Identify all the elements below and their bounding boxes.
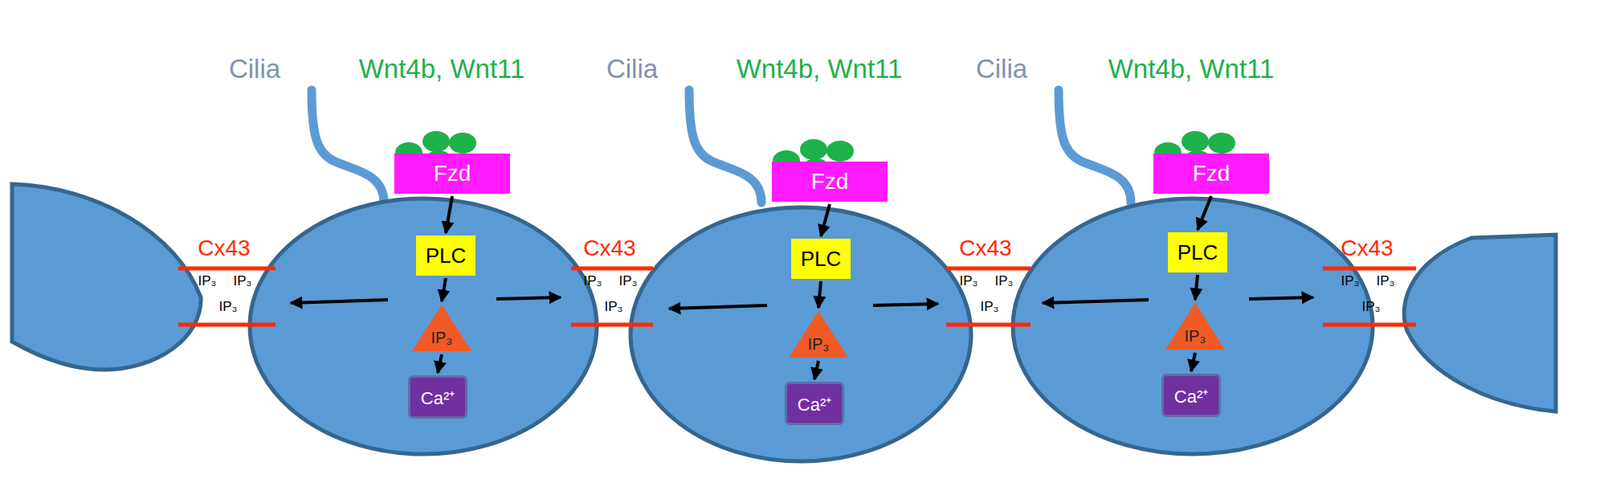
gap-junction [571, 266, 654, 271]
wnt-ligand [800, 138, 828, 160]
junction-ip3: IP₃ [1376, 273, 1396, 290]
gap-junction [1322, 266, 1417, 271]
node-text: Ca²⁺ [797, 391, 832, 416]
gap-junction [946, 322, 1031, 327]
node-text: IP₃ [1183, 326, 1206, 346]
ligand-label: Wnt4b, Wnt11 [1108, 53, 1275, 85]
receptor-box: Fzd [394, 153, 511, 194]
calcium-box: Ca²⁺ [408, 375, 468, 419]
junction-ip3: IP₃ [583, 273, 603, 290]
cell-body [1012, 198, 1373, 454]
junction-ip3: IP₃ [980, 298, 1000, 315]
messenger-triangle: IP₃ [787, 310, 849, 359]
connexin-label: Cx43 [1340, 235, 1393, 262]
cilium [1058, 89, 1131, 203]
gap-junction [178, 322, 276, 327]
wnt-ligand [1181, 130, 1209, 152]
node-text: IP₃ [430, 328, 453, 347]
wnt-ligand [448, 132, 477, 154]
partial-cell [1404, 234, 1556, 412]
diffusion-arrow [496, 297, 561, 299]
wnt-ligand [826, 140, 854, 162]
junction-ip3: IP₃ [198, 273, 217, 290]
cilia-label: Cilia [975, 53, 1028, 85]
signal-arrow [437, 354, 442, 373]
signal-arrow [1195, 274, 1198, 300]
node-text: Fzd [433, 160, 472, 187]
partial-cell [12, 183, 201, 370]
triangle-fill [412, 304, 472, 352]
cilium [689, 89, 762, 203]
node-text: PLC [800, 246, 842, 272]
junction-ip3: IP₃ [1362, 298, 1381, 315]
junction-ip3: IP₃ [1341, 273, 1360, 290]
receptor-box: Fzd [1153, 153, 1270, 194]
calcium-box: Ca²⁺ [784, 381, 845, 425]
diffusion-arrow [873, 303, 939, 306]
calcium-box: Ca²⁺ [1161, 373, 1221, 417]
enzyme-box: PLC [791, 238, 851, 279]
signal-arrow [818, 281, 821, 308]
node-text: Fzd [811, 168, 849, 195]
node-text: PLC [425, 243, 467, 269]
cell-body [249, 198, 597, 454]
cilia-label: Cilia [228, 53, 281, 85]
gap-junction [571, 322, 654, 327]
triangle-fill [788, 310, 849, 358]
node-text: Ca²⁺ [420, 384, 455, 409]
cilium [311, 89, 384, 203]
signal-arrow [1197, 195, 1212, 230]
enzyme-box: PLC [1167, 232, 1228, 273]
signal-arrow [441, 277, 446, 302]
junction-ip3: IP₃ [604, 298, 624, 315]
cilia-label: Cilia [606, 53, 658, 85]
signal-arrow [814, 360, 819, 380]
gap-junction [946, 266, 1031, 271]
junction-ip3: IP₃ [233, 273, 253, 290]
cell-body [630, 207, 972, 462]
diffusion-arrow [1248, 297, 1314, 299]
receptor-box: Fzd [771, 161, 888, 202]
messenger-triangle: IP₃ [1164, 302, 1226, 351]
junction-ip3: IP₃ [619, 273, 638, 290]
gap-junction [178, 266, 276, 271]
signal-arrow [820, 204, 830, 237]
diffusion-arrow [290, 299, 388, 303]
gap-junction [1322, 322, 1417, 327]
connexin-label: Cx43 [583, 235, 636, 262]
signal-arrow [1191, 352, 1196, 372]
junction-ip3: IP₃ [219, 298, 238, 315]
wnt-ligand [422, 130, 450, 152]
node-text: IP₃ [807, 334, 829, 354]
messenger-triangle: IP₃ [411, 303, 473, 352]
junction-ip3: IP₃ [995, 273, 1014, 290]
signal-arrow [445, 195, 453, 233]
ligand-label: Wnt4b, Wnt11 [736, 53, 903, 85]
node-text: Fzd [1192, 160, 1231, 187]
ligand-label: Wnt4b, Wnt11 [359, 53, 526, 85]
triangle-fill [1165, 302, 1225, 350]
wnt-ligand [1208, 132, 1236, 154]
diffusion-arrow [669, 305, 768, 309]
junction-ip3: IP₃ [959, 273, 979, 290]
diffusion-arrow [1042, 299, 1149, 303]
connexin-label: Cx43 [197, 235, 250, 262]
connexin-label: Cx43 [959, 235, 1012, 262]
enzyme-box: PLC [416, 235, 476, 276]
node-text: Ca²⁺ [1174, 383, 1209, 408]
node-text: PLC [1177, 240, 1219, 266]
